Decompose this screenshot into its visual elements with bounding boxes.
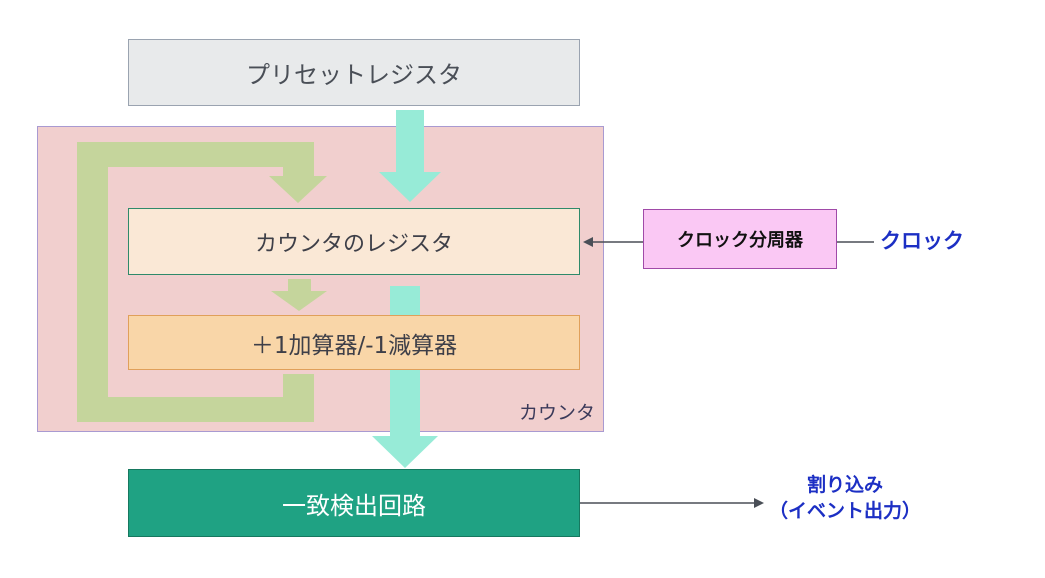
counter-register-label: カウンタのレジスタ [254, 231, 453, 257]
clock-divider-label: クロック分周器 [677, 230, 803, 251]
interrupt-arrowhead [754, 498, 764, 508]
clock-divider-arrowhead [583, 237, 593, 247]
counter-register-block: カウンタのレジスタ [128, 208, 580, 275]
clock-input-label: クロック [880, 229, 964, 253]
clock-divider-block: クロック分周器 [643, 209, 837, 269]
match-detector-label: 一致検出回路 [282, 491, 426, 520]
feedback-loop-arrow [77, 142, 327, 422]
preset-register-label: プリセットレジスタ [246, 61, 462, 89]
preset-to-register-arrow [379, 110, 441, 202]
preset-register-block: プリセットレジスタ [128, 39, 580, 106]
interrupt-label-line2: （イベント出力） [768, 500, 921, 522]
counter-region-label: カウンタ [518, 402, 595, 424]
register-to-adder-arrow [271, 279, 327, 311]
register-to-match-arrow [372, 286, 438, 468]
interrupt-output-label: 割り込み （イベント出力） [750, 472, 940, 524]
interrupt-label-line1: 割り込み [806, 474, 883, 496]
adder-subtractor-label: ＋1加算器/-1減算器 [250, 332, 458, 359]
adder-subtractor-block: ＋1加算器/-1減算器 [128, 315, 580, 370]
match-detector-block: 一致検出回路 [128, 469, 580, 537]
